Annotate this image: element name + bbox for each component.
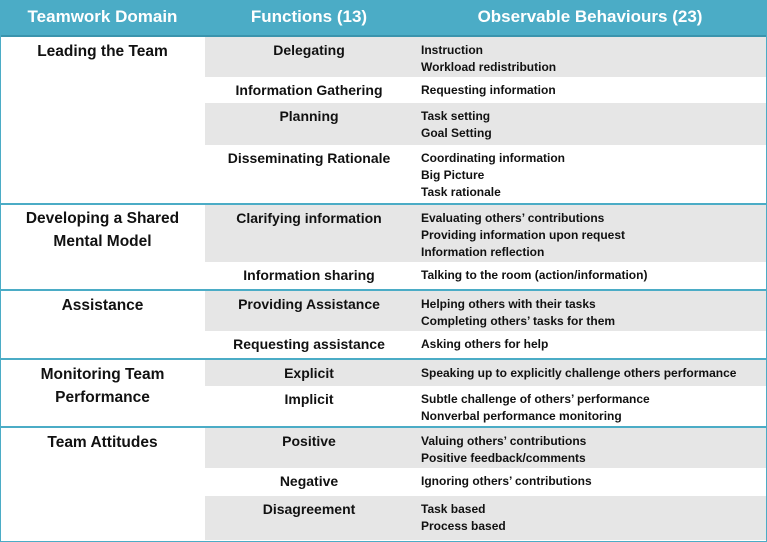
function-row: Positive Valuing others’ contributions P… — [205, 428, 767, 468]
function-name: Disagreement — [262, 501, 356, 517]
behaviour-item: Task based — [421, 502, 486, 516]
function-name: Information sharing — [243, 267, 375, 283]
function-row: Delegating Instruction Workload redistri… — [205, 37, 767, 77]
behaviour-item: Nonverbal performance monitoring — [421, 409, 622, 423]
function-name: Negative — [279, 473, 339, 489]
domain-team-attitudes: Team Attitudes — [47, 434, 158, 451]
function-name: Information Gathering — [235, 82, 383, 98]
domain-assistance: Assistance — [61, 297, 144, 314]
behaviour-list: Task based Process based — [421, 501, 506, 535]
behaviour-item: Requesting information — [421, 83, 556, 97]
function-name: Clarifying information — [236, 210, 382, 226]
behaviour-list: Coordinating information Big Picture Tas… — [421, 150, 565, 201]
behaviour-item: Coordinating information — [421, 151, 565, 165]
behaviour-item: Goal Setting — [421, 126, 492, 140]
behaviour-item: Subtle challenge of others’ performance — [421, 392, 650, 406]
behaviour-list: Instruction Workload redistribution — [421, 42, 556, 76]
behaviour-item: Workload redistribution — [421, 60, 557, 74]
header-domain: Teamwork Domain — [27, 7, 178, 26]
domain-separator — [0, 289, 767, 291]
behaviour-item: Process based — [421, 519, 506, 533]
behaviour-list: Ignoring others’ contributions — [421, 473, 592, 490]
behaviour-list: Valuing others’ contributions Positive f… — [421, 433, 586, 467]
behaviour-item: Information reflection — [421, 245, 545, 259]
behaviour-item: Positive feedback/comments — [421, 451, 586, 465]
behaviour-list: Evaluating others’ contributions Providi… — [421, 210, 625, 261]
behaviour-item: Helping others with their tasks — [421, 297, 596, 311]
behaviour-list: Helping others with their tasks Completi… — [421, 296, 615, 330]
function-row: Clarifying information Evaluating others… — [205, 205, 767, 262]
behaviour-list: Speaking up to explicitly challenge othe… — [421, 365, 736, 382]
behaviour-list: Asking others for help — [421, 336, 548, 353]
domain-monitoring-team-performance: Monitoring Team Performance — [40, 366, 165, 406]
behaviour-list: Requesting information — [421, 82, 556, 99]
function-row: Disseminating Rationale Coordinating inf… — [205, 145, 767, 203]
header-behaviours: Observable Behaviours (23) — [477, 7, 703, 26]
behaviour-item: Task rationale — [421, 185, 501, 199]
behaviour-item: Evaluating others’ contributions — [421, 211, 605, 225]
function-name: Explicit — [284, 365, 334, 381]
behaviour-item: Completing others’ tasks for them — [421, 314, 616, 328]
function-row: Explicit Speaking up to explicitly chall… — [205, 360, 767, 386]
function-row: Disagreement Task based Process based — [205, 496, 767, 540]
domain-leading-the-team: Leading the Team — [37, 43, 168, 60]
table-header: Teamwork Domain Functions (13) Observabl… — [0, 0, 767, 37]
behaviour-item: Asking others for help — [421, 337, 549, 351]
behaviour-item: Instruction — [421, 43, 483, 57]
behaviour-item: Valuing others’ contributions — [421, 434, 587, 448]
behaviour-item: Big Picture — [421, 168, 485, 182]
behaviour-list: Talking to the room (action/information) — [421, 267, 647, 284]
function-row: Negative Ignoring others’ contributions — [205, 468, 767, 496]
function-row: Implicit Subtle challenge of others’ per… — [205, 386, 767, 426]
domain-shared-mental-model: Developing a Shared Mental Model — [0, 207, 205, 253]
function-row: Information sharing Talking to the room … — [205, 262, 767, 289]
behaviour-item: Task setting — [421, 109, 491, 123]
function-row: Requesting assistance Asking others for … — [205, 331, 767, 358]
function-name: Disseminating Rationale — [227, 150, 391, 166]
domain-separator — [0, 203, 767, 205]
function-name: Implicit — [284, 391, 334, 407]
function-name: Providing Assistance — [238, 296, 380, 312]
domain-separator — [0, 426, 767, 428]
behaviour-list: Task setting Goal Setting — [421, 108, 492, 142]
behaviour-item: Ignoring others’ contributions — [421, 474, 592, 488]
behaviour-item: Providing information upon request — [421, 228, 625, 242]
domain-separator — [0, 358, 767, 360]
header-functions: Functions (13) — [250, 7, 368, 26]
behaviour-list: Subtle challenge of others’ performance … — [421, 391, 650, 425]
function-row: Planning Task setting Goal Setting — [205, 103, 767, 145]
function-row: Information Gathering Requesting informa… — [205, 77, 767, 103]
function-name: Planning — [279, 108, 339, 124]
behaviour-item: Talking to the room (action/information) — [421, 268, 648, 282]
function-name: Delegating — [273, 42, 345, 58]
function-row: Providing Assistance Helping others with… — [205, 291, 767, 331]
domain-name: Developing a Shared Mental Model — [25, 210, 180, 250]
behaviour-item: Speaking up to explicitly challenge othe… — [421, 366, 737, 380]
function-name: Positive — [282, 433, 336, 449]
function-name: Requesting assistance — [233, 336, 385, 352]
